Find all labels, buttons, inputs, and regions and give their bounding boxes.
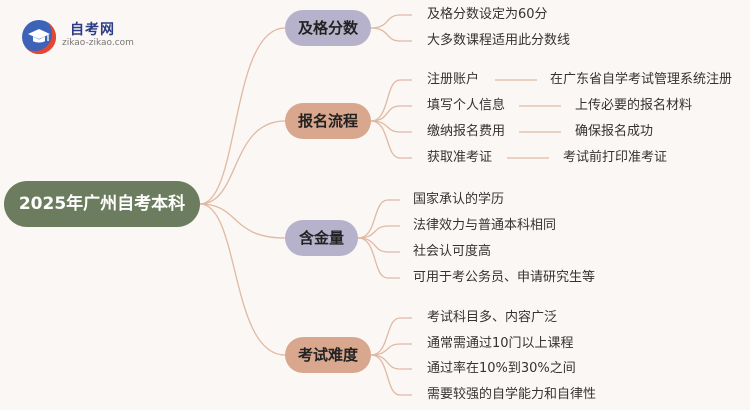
leaf-item: 通常需通过10门以上课程 [427,336,574,351]
leaf-item: 大多数课程适用此分数线 [427,33,571,48]
graduation-cap-icon [22,20,56,54]
branch-passing-score: 及格分数 [285,10,371,46]
branch-registration-process: 报名流程 [285,103,371,139]
leaf-item: 填写个人信息 [427,98,506,113]
leaf-item: 考试科目多、内容广泛 [427,310,558,325]
leaf-item: 及格分数设定为60分 [427,7,548,22]
leaf-item: 需要较强的自学能力和自律性 [427,387,597,402]
leaf-item: 通过率在10%到30%之间 [427,361,576,376]
leaf-item: 国家承认的学历 [413,192,505,207]
logo-title: 自考网 [70,22,115,38]
site-logo[interactable]: 自考网 zikao-zikao.com [22,18,172,54]
leaf-item: 注册账户 [427,72,480,87]
leaf-detail: 在广东省自学考试管理系统注册 [550,72,733,87]
leaf-item: 获取准考证 [427,150,493,165]
leaf-item: 可用于考公务员、申请研究生等 [413,270,596,285]
leaf-detail: 上传必要的报名材料 [575,98,693,113]
branch-exam-difficulty: 考试难度 [285,337,371,373]
leaf-item: 法律效力与普通本科相同 [413,218,557,233]
root-topic: 2025年广州自考本科 [4,181,200,227]
leaf-item: 缴纳报名费用 [427,124,506,139]
logo-url: zikao-zikao.com [62,38,134,48]
leaf-item: 社会认可度高 [413,244,492,259]
leaf-detail: 考试前打印准考证 [563,150,668,165]
leaf-detail: 确保报名成功 [575,124,654,139]
branch-value: 含金量 [285,220,358,256]
